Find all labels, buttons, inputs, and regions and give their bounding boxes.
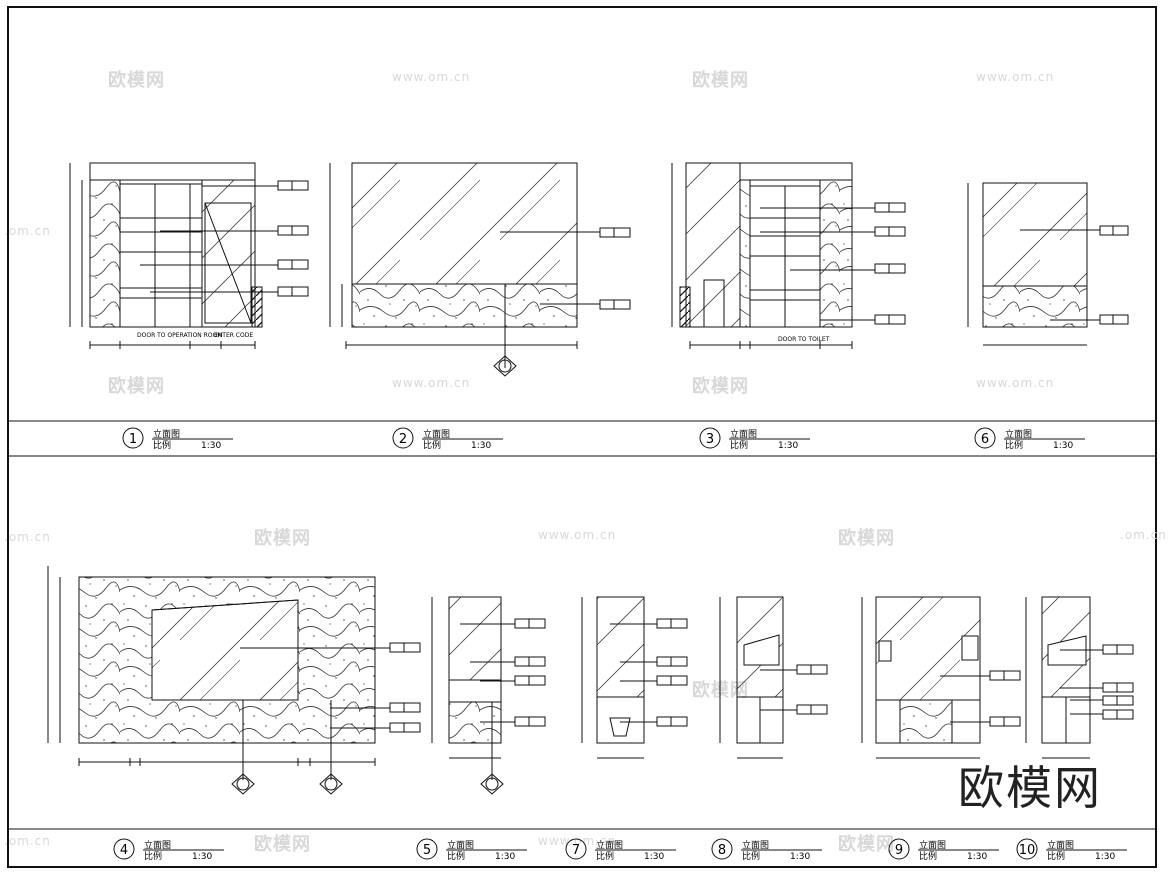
material-tags-1	[277, 180, 309, 297]
view-title: 立面图	[742, 839, 769, 851]
view-number-circle	[888, 838, 910, 860]
view-number-circle	[711, 838, 733, 860]
view-title: 立面图	[153, 428, 180, 440]
view-number-circle	[699, 427, 721, 449]
view-scale-value: 1:30	[495, 852, 515, 862]
view-scale-value: 1:30	[967, 852, 987, 862]
view-scale-value: 1:30	[192, 852, 212, 862]
watermark-url: www.om.cn	[976, 376, 1055, 390]
view-scale-value: 1:30	[1095, 852, 1115, 862]
watermark-logo: 欧模网	[254, 528, 311, 549]
view-number-circle	[1016, 838, 1038, 860]
view-scale-label: 比例	[447, 850, 465, 862]
view-number-circle	[416, 838, 438, 860]
view-number: 2	[399, 432, 407, 447]
view-title: 立面图	[447, 839, 474, 851]
view-scale-value: 1:30	[1053, 441, 1073, 451]
watermark-logo: 欧模网	[838, 528, 895, 549]
view-scale-label: 比例	[730, 439, 748, 451]
note-door-operation-room: DOOR TO OPERATION ROOM	[137, 332, 222, 339]
view-number: 1	[129, 432, 137, 447]
watermark-url: .om.cn	[4, 224, 51, 238]
view-scale-value: 1:30	[778, 441, 798, 451]
view-scale-value: 1:30	[471, 441, 491, 451]
watermark-logo: 欧模网	[108, 376, 165, 397]
elevation-4	[47, 566, 421, 795]
watermark-url: .om.cn	[1120, 528, 1167, 542]
watermark-logo: 欧模网	[838, 834, 895, 855]
view-title: 立面图	[730, 428, 757, 440]
watermark-logo: 欧模网	[108, 70, 165, 91]
view-scale-label: 比例	[423, 439, 441, 451]
view-scale-value: 1:30	[644, 852, 664, 862]
elevation-1	[69, 162, 278, 349]
view-number: 10	[1019, 843, 1036, 858]
view-scale-label: 比例	[153, 439, 171, 451]
drawing-border	[7, 6, 1157, 868]
view-scale-label: 比例	[144, 850, 162, 862]
view-number-circle	[974, 427, 996, 449]
view-number: 3	[706, 432, 714, 447]
view-scale-label: 比例	[742, 850, 760, 862]
elevation-9	[861, 596, 1021, 759]
elevation-5	[431, 596, 546, 795]
elevation-2	[329, 162, 631, 377]
elevation-3	[671, 162, 906, 349]
watermark-logo: 欧模网	[254, 834, 311, 855]
view-number: 9	[895, 843, 903, 858]
view-number-circle	[113, 838, 135, 860]
elevation-8	[719, 596, 828, 759]
watermark-url: .om.cn	[4, 530, 51, 544]
elevation-7	[581, 596, 688, 759]
view-scale-label: 比例	[1005, 439, 1023, 451]
note-enter-code: ENTER CODE	[214, 332, 253, 339]
view-number: 8	[718, 843, 726, 858]
watermark-url: www.om.cn	[538, 834, 617, 848]
view-title: 立面图	[423, 428, 450, 440]
brand-watermark: 欧模网	[958, 761, 1102, 815]
note-door-to-toilet: DOOR TO TOILET	[778, 336, 830, 343]
view-scale-label: 比例	[919, 850, 937, 862]
elevation-6	[967, 182, 1129, 346]
view-title: 立面图	[919, 839, 946, 851]
view-number: 7	[572, 843, 580, 858]
watermark-url: www.om.cn	[392, 70, 471, 84]
view-scale-value: 1:30	[790, 852, 810, 862]
watermark-url: www.om.cn	[538, 528, 617, 542]
view-number-circle	[392, 427, 414, 449]
view-scale-label: 比例	[596, 850, 614, 862]
view-scale-label: 比例	[1047, 850, 1065, 862]
view-number: 5	[423, 843, 431, 858]
view-number-circle	[122, 427, 144, 449]
watermark-logo: 欧模网	[692, 376, 749, 397]
watermark-logo: 欧模网	[692, 70, 749, 91]
view-number: 6	[981, 432, 989, 447]
elevation-10	[1025, 596, 1134, 759]
watermark-url: www.om.cn	[976, 70, 1055, 84]
view-title: 立面图	[1047, 839, 1074, 851]
view-number: 4	[120, 843, 128, 858]
watermark-url: www.om.cn	[392, 376, 471, 390]
view-title: 立面图	[1005, 428, 1032, 440]
view-number-circle	[565, 838, 587, 860]
view-title: 立面图	[144, 839, 171, 851]
view-scale-value: 1:30	[201, 441, 221, 451]
view-title: 立面图	[596, 839, 623, 851]
watermark-url: .om.cn	[4, 834, 51, 848]
